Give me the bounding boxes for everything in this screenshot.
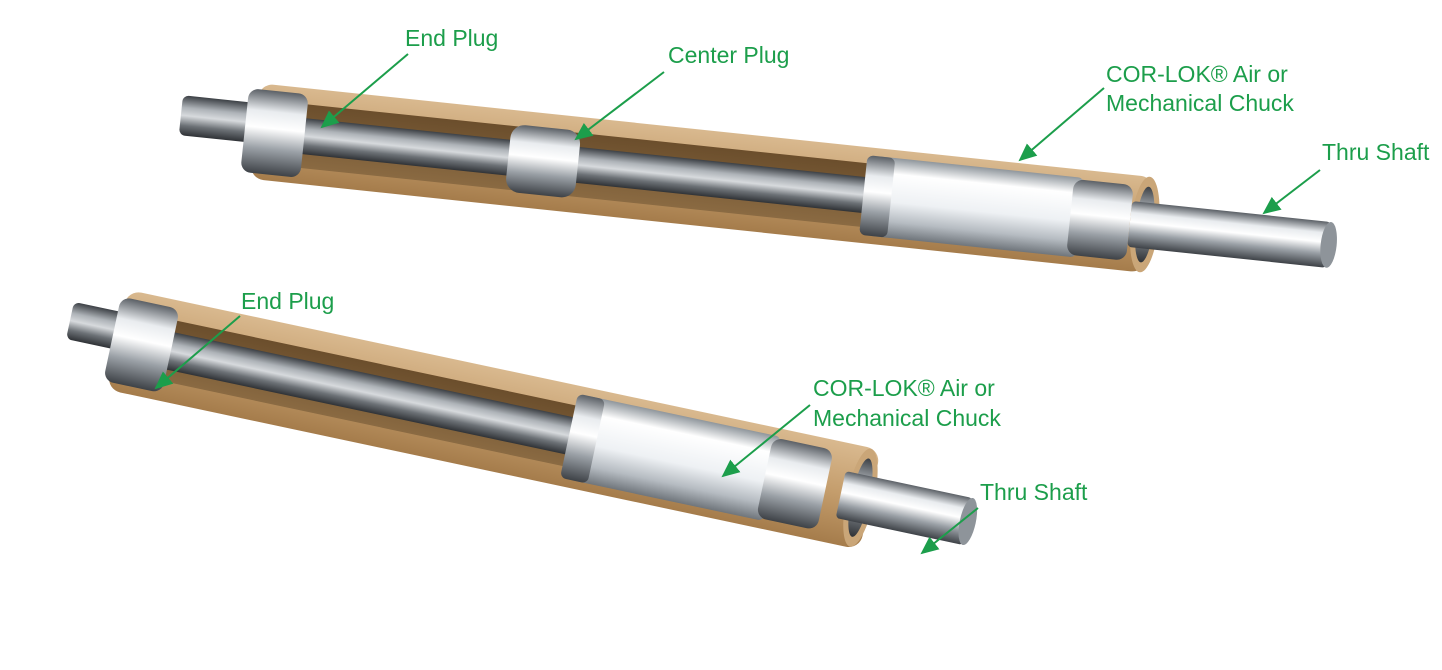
arrow-bottom-chuck [721,404,811,478]
label-bottom-chuck-line2: Mechanical Chuck [813,405,1001,431]
top-assembly [179,84,1337,273]
label-top-chuck-line1: COR-LOK® Air or [1106,61,1288,87]
callout-top-end-plug: End Plug [320,25,498,129]
callout-top-chuck: COR-LOK® Air or Mechanical Chuck [1018,61,1294,162]
label-bottom-thru-shaft: Thru Shaft [980,479,1088,505]
callout-bottom-chuck: COR-LOK® Air or Mechanical Chuck [721,375,1001,478]
arrow-top-end-plug [320,53,409,129]
arrow-top-chuck [1018,87,1105,162]
arrow-top-center-plug [574,71,665,141]
label-top-thru-shaft: Thru Shaft [1322,139,1430,165]
label-top-center-plug: Center Plug [668,42,789,68]
bottom-core-tube [105,292,879,548]
callout-top-thru-shaft: Thru Shaft [1262,139,1430,215]
label-top-end-plug: End Plug [405,25,498,51]
arrow-bottom-thru-shaft [920,507,979,555]
top-right-thru-shaft [1127,201,1337,268]
top-left-shaft-stub [179,95,262,143]
label-bottom-chuck-line1: COR-LOK® Air or [813,375,995,401]
label-top-chuck-line2: Mechanical Chuck [1106,90,1294,116]
arrow-top-thru-shaft [1262,169,1321,215]
callout-bottom-thru-shaft: Thru Shaft [920,479,1088,555]
bottom-right-thru-shaft [836,471,978,546]
callout-bottom-end-plug: End Plug [154,288,334,390]
top-core-tube [241,84,1160,273]
arrow-bottom-end-plug [154,315,241,390]
bottom-assembly [67,292,978,548]
callout-top-center-plug: Center Plug [574,42,789,141]
label-bottom-end-plug: End Plug [241,288,334,314]
